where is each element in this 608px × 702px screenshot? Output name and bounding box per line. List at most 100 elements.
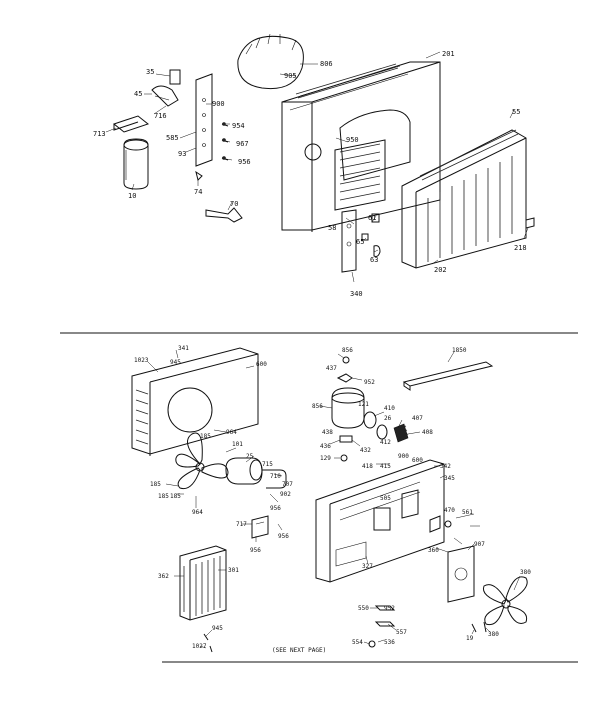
label-415: 415 xyxy=(380,463,391,470)
label-905: 905 xyxy=(284,72,297,80)
label-713: 713 xyxy=(93,130,106,138)
label-600b: 600 xyxy=(412,457,423,464)
label-550: 550 xyxy=(358,605,369,612)
small-fittings xyxy=(339,356,353,462)
label-408: 408 xyxy=(422,429,433,436)
label-536: 536 xyxy=(384,639,395,646)
label-505: 505 xyxy=(380,495,391,502)
label-945b: 945 xyxy=(212,625,223,632)
lower-assembly: 1023 341 945 600 964 185 101 25 715 710 … xyxy=(131,345,531,654)
footer-note: (SEE NEXT PAGE) xyxy=(272,647,326,654)
label-856b: 856 xyxy=(342,347,353,354)
relays xyxy=(429,515,452,533)
label-185d: 185 xyxy=(170,493,181,500)
fan-shroud xyxy=(131,347,259,456)
capacitor-cover xyxy=(112,115,150,133)
label-341: 341 xyxy=(178,345,189,352)
label-26: 26 xyxy=(384,415,392,422)
label-121: 121 xyxy=(358,401,369,408)
label-45: 45 xyxy=(134,90,142,98)
control-knobs xyxy=(361,213,381,257)
label-74: 74 xyxy=(194,188,202,196)
label-25: 25 xyxy=(246,453,254,460)
label-956-a: 956 xyxy=(270,505,281,512)
filter-panel xyxy=(334,139,386,211)
label-380b: 380 xyxy=(488,631,499,638)
label-557: 557 xyxy=(396,629,407,636)
label-907: 907 xyxy=(474,541,485,548)
label-65: 65 xyxy=(356,238,364,246)
label-856: 856 xyxy=(312,403,323,410)
small-clip xyxy=(525,217,535,229)
label-101: 101 xyxy=(232,441,243,448)
screws-upper xyxy=(221,122,229,161)
label-345: 345 xyxy=(444,475,455,482)
label-900: 900 xyxy=(212,100,225,108)
label-63: 63 xyxy=(370,256,378,264)
condenser-shroud xyxy=(447,545,475,603)
label-35: 35 xyxy=(146,68,154,76)
label-716: 716 xyxy=(154,112,167,120)
label-954: 954 xyxy=(232,122,245,130)
label-380: 380 xyxy=(520,569,531,576)
label-61: 61 xyxy=(368,214,376,222)
motor-mount xyxy=(251,515,269,539)
label-707: 707 xyxy=(282,481,293,488)
label-967: 967 xyxy=(236,140,249,148)
label-70: 70 xyxy=(230,200,238,208)
label-93: 93 xyxy=(178,150,186,158)
label-301: 301 xyxy=(228,567,239,574)
label-432: 432 xyxy=(360,447,371,454)
label-342: 342 xyxy=(440,463,451,470)
label-1023: 1023 xyxy=(134,357,149,364)
front-grille xyxy=(401,129,527,269)
top-bar xyxy=(402,361,494,391)
label-10: 10 xyxy=(128,192,136,200)
label-1027: 1027 xyxy=(192,643,207,650)
lower-leaders xyxy=(147,349,521,649)
chassis xyxy=(315,459,445,583)
label-185b: 185 xyxy=(150,481,161,488)
label-956-c: 956 xyxy=(250,547,261,554)
label-561: 561 xyxy=(462,509,473,516)
bottom-hardware xyxy=(203,605,487,653)
condenser-fan xyxy=(482,576,528,626)
label-410: 410 xyxy=(384,405,395,412)
label-1850: 1850 xyxy=(452,347,467,354)
label-956: 956 xyxy=(238,158,251,166)
label-956-b: 956 xyxy=(278,533,289,540)
heater-coil xyxy=(393,423,409,443)
label-710: 710 xyxy=(270,473,281,480)
label-438: 438 xyxy=(322,429,333,436)
label-952: 952 xyxy=(364,379,375,386)
label-945: 945 xyxy=(170,359,181,366)
label-470: 470 xyxy=(444,507,455,514)
gaskets xyxy=(363,411,388,440)
label-554: 554 xyxy=(352,639,363,646)
label-715: 715 xyxy=(262,461,273,468)
label-900: 900 xyxy=(398,453,409,460)
blower-housing xyxy=(237,33,304,90)
knob-and-switch xyxy=(195,170,243,223)
label-436: 436 xyxy=(320,443,331,450)
label-202: 202 xyxy=(434,266,447,274)
capacitor xyxy=(123,138,149,190)
label-362: 362 xyxy=(158,573,169,580)
mounting-bracket xyxy=(195,73,213,167)
label-806: 806 xyxy=(320,60,333,68)
label-19: 19 xyxy=(466,635,474,642)
upper-assembly: 35 45 716 713 10 900 585 93 954 967 956 … xyxy=(93,33,535,298)
label-902: 902 xyxy=(280,491,291,498)
label-201: 201 xyxy=(442,50,455,58)
label-717: 717 xyxy=(236,521,247,528)
label-218: 218 xyxy=(514,244,527,252)
label-412: 412 xyxy=(380,439,391,446)
label-407: 407 xyxy=(412,415,423,422)
label-129: 129 xyxy=(320,455,331,462)
label-418: 418 xyxy=(362,463,373,470)
label-964: 964 xyxy=(226,429,237,436)
label-950: 950 xyxy=(346,136,359,144)
fan-motor xyxy=(225,457,287,489)
label-58: 58 xyxy=(328,224,336,232)
